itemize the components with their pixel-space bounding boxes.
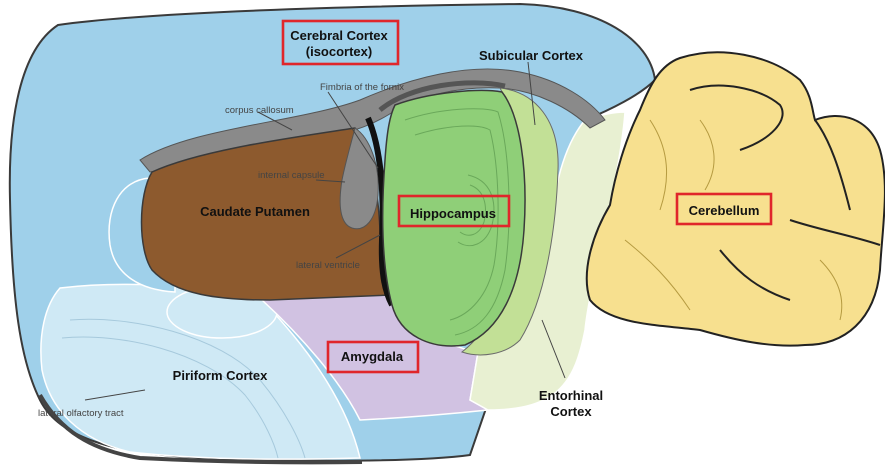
label-corpus-callosum: corpus callosum <box>225 105 294 116</box>
label-subicular-cortex: Subicular Cortex <box>479 48 584 63</box>
label-lateral-olfactory-tract: lateral olfactory tract <box>38 408 124 419</box>
label-entorhinal-line1: Entorhinal <box>539 388 603 403</box>
label-cerebral-cortex-line1: Cerebral Cortex <box>290 28 388 43</box>
label-cerebral-cortex-line2: (isocortex) <box>306 44 372 59</box>
label-cerebellum: Cerebellum <box>689 203 760 218</box>
label-fimbria: Fimbria of the fornix <box>320 82 404 93</box>
label-caudate-putamen: Caudate Putamen <box>200 204 310 219</box>
label-internal-capsule: internal capsule <box>258 170 325 181</box>
label-lateral-ventricle: lateral ventricle <box>296 260 360 271</box>
label-entorhinal-line2: Cortex <box>550 404 592 419</box>
label-amygdala: Amygdala <box>341 349 404 364</box>
label-hippocampus: Hippocampus <box>410 206 496 221</box>
label-piriform-cortex: Piriform Cortex <box>173 368 268 383</box>
